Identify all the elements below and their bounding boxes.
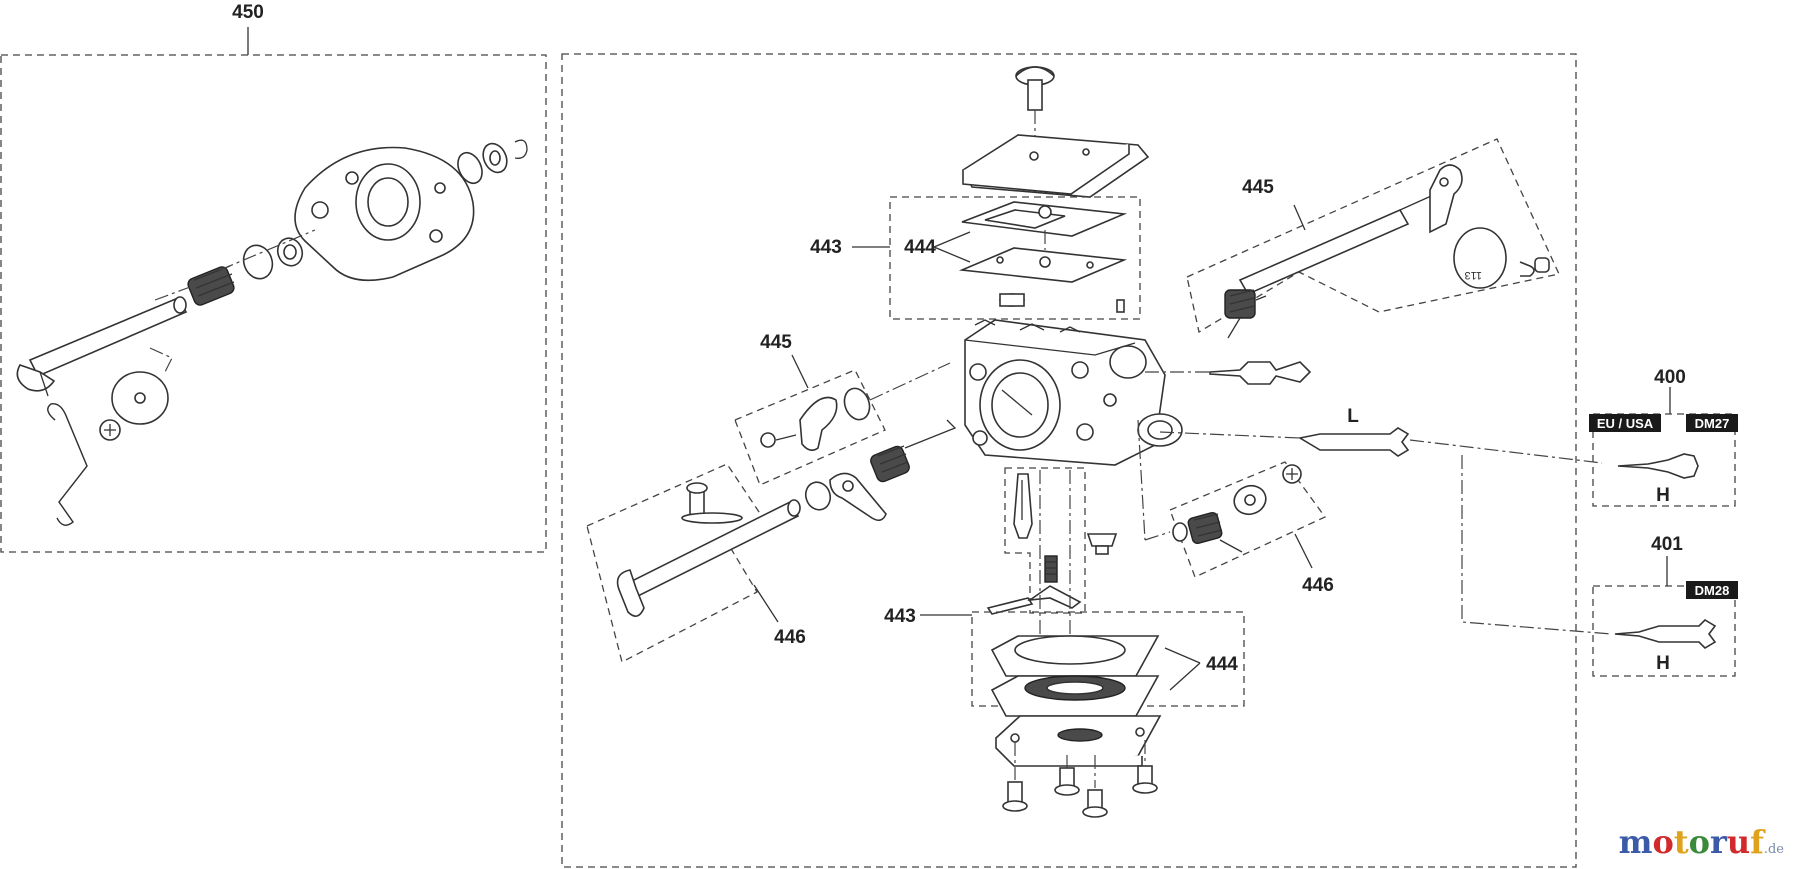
tag-dm27-text: DM27 — [1695, 416, 1730, 431]
callout-400: 400 — [1654, 367, 1686, 388]
throttle-spring-part — [870, 419, 957, 483]
gasket-diaphragm-top-parts — [958, 201, 1128, 283]
tag-dm28-text: DM28 — [1695, 583, 1730, 598]
bottom-screws-part — [1002, 740, 1158, 818]
callout-444-top: 444 — [904, 237, 936, 258]
choke-detent-parts — [1172, 464, 1302, 553]
label-L: L — [1347, 406, 1359, 427]
callout-450: 450 — [232, 2, 264, 23]
label-H-400: H — [1656, 485, 1670, 506]
callout-446-right-leader — [1294, 533, 1313, 569]
metering-spring-part — [1044, 555, 1058, 583]
high-speed-needle-part-400 — [1617, 453, 1699, 479]
throttle-shaft-left-part — [616, 472, 887, 617]
wire-link-part — [47, 403, 88, 526]
group-400: 400 EU / USA DM27 H — [1589, 367, 1738, 507]
callout-446-left: 446 — [774, 627, 806, 648]
group-450-frame — [0, 54, 547, 553]
group-445-left-frame — [734, 369, 886, 486]
watermark-letter: o — [1688, 823, 1710, 861]
choke-lever-part — [760, 362, 951, 452]
bushing-parts — [242, 237, 304, 280]
group-401: 401 DM28 H — [1592, 534, 1738, 677]
plate-marking: 113 — [1464, 269, 1482, 281]
watermark-letter: f — [1750, 823, 1764, 861]
throttle-shaft-part — [16, 296, 188, 397]
callout-445-right-leader — [1293, 204, 1306, 231]
inlet-needle-part — [1013, 473, 1033, 539]
callout-445-left: 445 — [760, 332, 792, 353]
high-speed-needle-part-401 — [1614, 618, 1717, 650]
watermark-letter: m — [1618, 823, 1653, 861]
group-400-frame — [1592, 413, 1736, 507]
metering-lever-part — [986, 585, 1082, 615]
callout-443-top: 443 — [810, 237, 842, 258]
idle-screw-part — [1145, 361, 1312, 385]
watermark-letter: t — [1673, 823, 1689, 861]
watermark-logo: motoruf.de — [1619, 823, 1784, 861]
pin-part — [1116, 299, 1125, 313]
watermark-letter: o — [1652, 823, 1674, 861]
callout-445-left-leader — [791, 354, 809, 389]
inlet-needle-frame — [1004, 467, 1086, 614]
gasket-diaphragm-bottom-parts — [990, 635, 1160, 717]
choke-shaft-part: 113 — [1238, 164, 1550, 296]
carburetor-cover-part — [961, 134, 1150, 198]
cover-screw-part — [1015, 66, 1055, 150]
washer-parts — [457, 139, 528, 185]
callout-401: 401 — [1651, 534, 1683, 555]
callout-446-right: 446 — [1302, 575, 1334, 596]
callout-445-right: 445 — [1242, 177, 1274, 198]
watermark-letter: r — [1709, 823, 1727, 861]
spring-part — [187, 265, 235, 306]
callout-443-bottom: 443 — [884, 606, 916, 627]
throttle-plate-part — [99, 347, 173, 441]
group-450: 450 — [0, 2, 547, 553]
group-401-frame — [1592, 585, 1736, 677]
group-446-right-frame — [1169, 461, 1326, 578]
shaft-housing-part — [294, 146, 475, 282]
callout-444-top-leader — [933, 231, 971, 263]
watermark-letter: u — [1726, 823, 1751, 861]
label-H-401: H — [1656, 653, 1670, 674]
group-443-bottom-frame — [971, 611, 1245, 707]
main-assembly-frame — [561, 53, 1577, 868]
group-443-top-frame — [889, 196, 1141, 320]
watermark-suffix: .de — [1763, 842, 1784, 857]
tag-eu-usa-text: EU / USA — [1597, 416, 1654, 431]
callout-446-left-leader — [753, 584, 779, 623]
callout-444-bottom-leader — [1164, 647, 1201, 691]
watermark-text: motoruf — [1619, 823, 1764, 861]
choke-spring-part — [1224, 289, 1267, 339]
low-speed-needle-part — [1159, 427, 1410, 457]
callout-444-bottom: 444 — [1206, 654, 1238, 675]
tag-dm28 — [1686, 581, 1738, 599]
carburetor-body-part — [964, 319, 1183, 466]
tag-eu-usa — [1589, 414, 1661, 432]
tag-dm27 — [1686, 414, 1738, 432]
bottom-cover-part — [994, 715, 1162, 767]
group-445-right-frame — [1186, 138, 1560, 334]
cap-screw-part — [1086, 533, 1118, 555]
assembly-axis-line — [219, 229, 316, 271]
